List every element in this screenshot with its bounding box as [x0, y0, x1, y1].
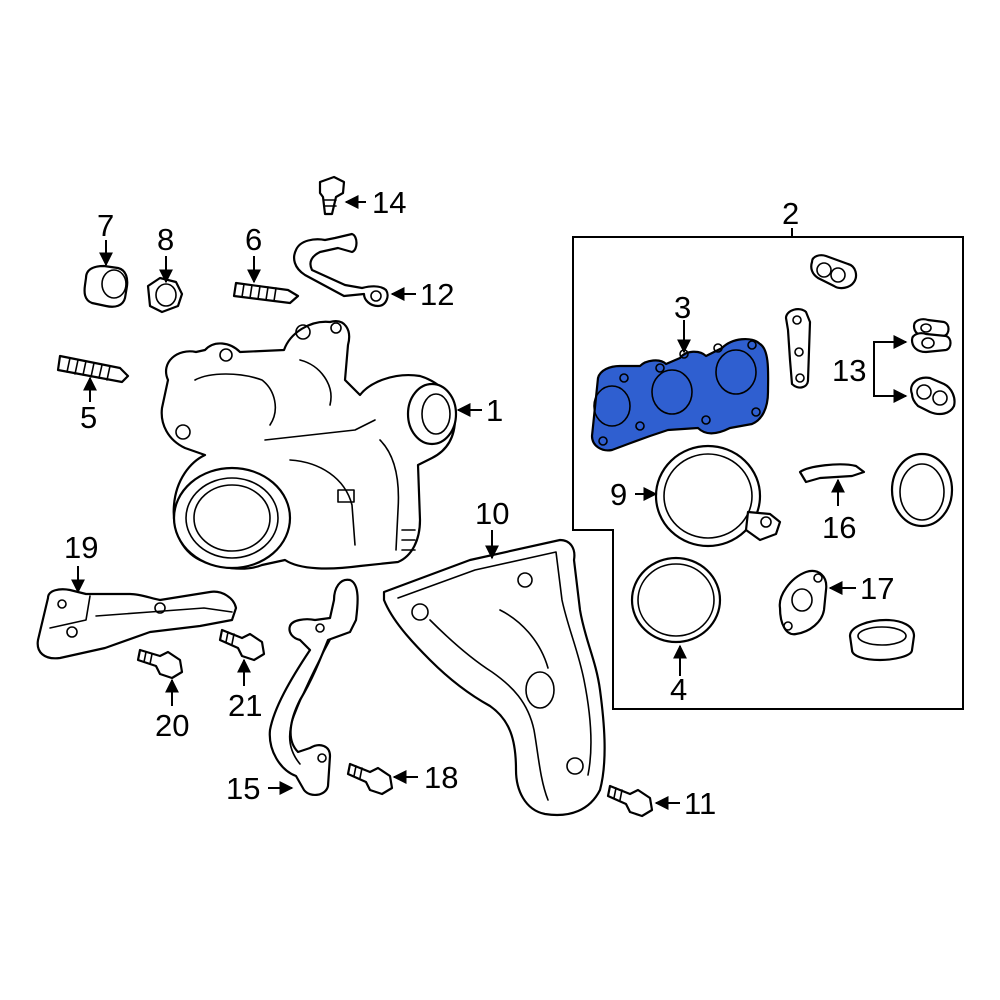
- callout-8: 8: [157, 222, 174, 257]
- callout-7: 7: [97, 208, 114, 243]
- stud-5[interactable]: [56, 354, 130, 384]
- callout-6: 6: [245, 222, 262, 257]
- bolt-21[interactable]: [218, 628, 266, 662]
- callout-18: 18: [424, 760, 458, 795]
- callout-4: 4: [670, 672, 687, 707]
- turbocharger[interactable]: [160, 320, 458, 570]
- nut-8[interactable]: [146, 276, 184, 314]
- callout-17: 17: [860, 571, 894, 606]
- bolt-11[interactable]: [606, 784, 654, 818]
- callout-1: 1: [486, 393, 503, 428]
- bracket-19[interactable]: [36, 588, 238, 660]
- gaskets-13[interactable]: [910, 318, 956, 416]
- clamp-9[interactable]: [654, 444, 782, 548]
- bolt-20[interactable]: [136, 648, 184, 680]
- bolt-18[interactable]: [346, 762, 394, 796]
- callout-12: 12: [420, 277, 454, 312]
- callout-19: 19: [64, 530, 98, 565]
- ring-gasket-4[interactable]: [630, 556, 722, 644]
- callout-3: 3: [674, 290, 691, 325]
- retainer-16[interactable]: [798, 463, 866, 484]
- callout-20: 20: [155, 708, 189, 743]
- callout-2: 2: [782, 196, 799, 231]
- seal-ring[interactable]: [890, 452, 954, 528]
- kit-group-box: [572, 236, 964, 710]
- gasket-strip[interactable]: [784, 308, 812, 389]
- callout-5: 5: [80, 400, 97, 435]
- callout-21: 21: [228, 688, 262, 723]
- gasket-small-top[interactable]: [810, 254, 858, 290]
- spacer-7[interactable]: [83, 264, 129, 308]
- manifold-gasket-3[interactable]: [590, 338, 770, 452]
- bolt-14[interactable]: [318, 175, 346, 216]
- stud-6[interactable]: [232, 281, 300, 305]
- callout-9: 9: [610, 477, 627, 512]
- callout-15: 15: [226, 771, 260, 806]
- oil-line-15[interactable]: [268, 578, 359, 796]
- seal-cup[interactable]: [848, 618, 916, 662]
- gasket-17[interactable]: [778, 569, 828, 636]
- callout-11: 11: [684, 786, 716, 821]
- leader-13: [873, 341, 906, 396]
- oil-line-12[interactable]: [293, 232, 389, 308]
- heat-shield-10[interactable]: [382, 538, 606, 816]
- callout-14: 14: [372, 185, 406, 220]
- callout-10: 10: [475, 496, 509, 531]
- callout-13: 13: [832, 353, 866, 388]
- callout-16: 16: [822, 510, 856, 545]
